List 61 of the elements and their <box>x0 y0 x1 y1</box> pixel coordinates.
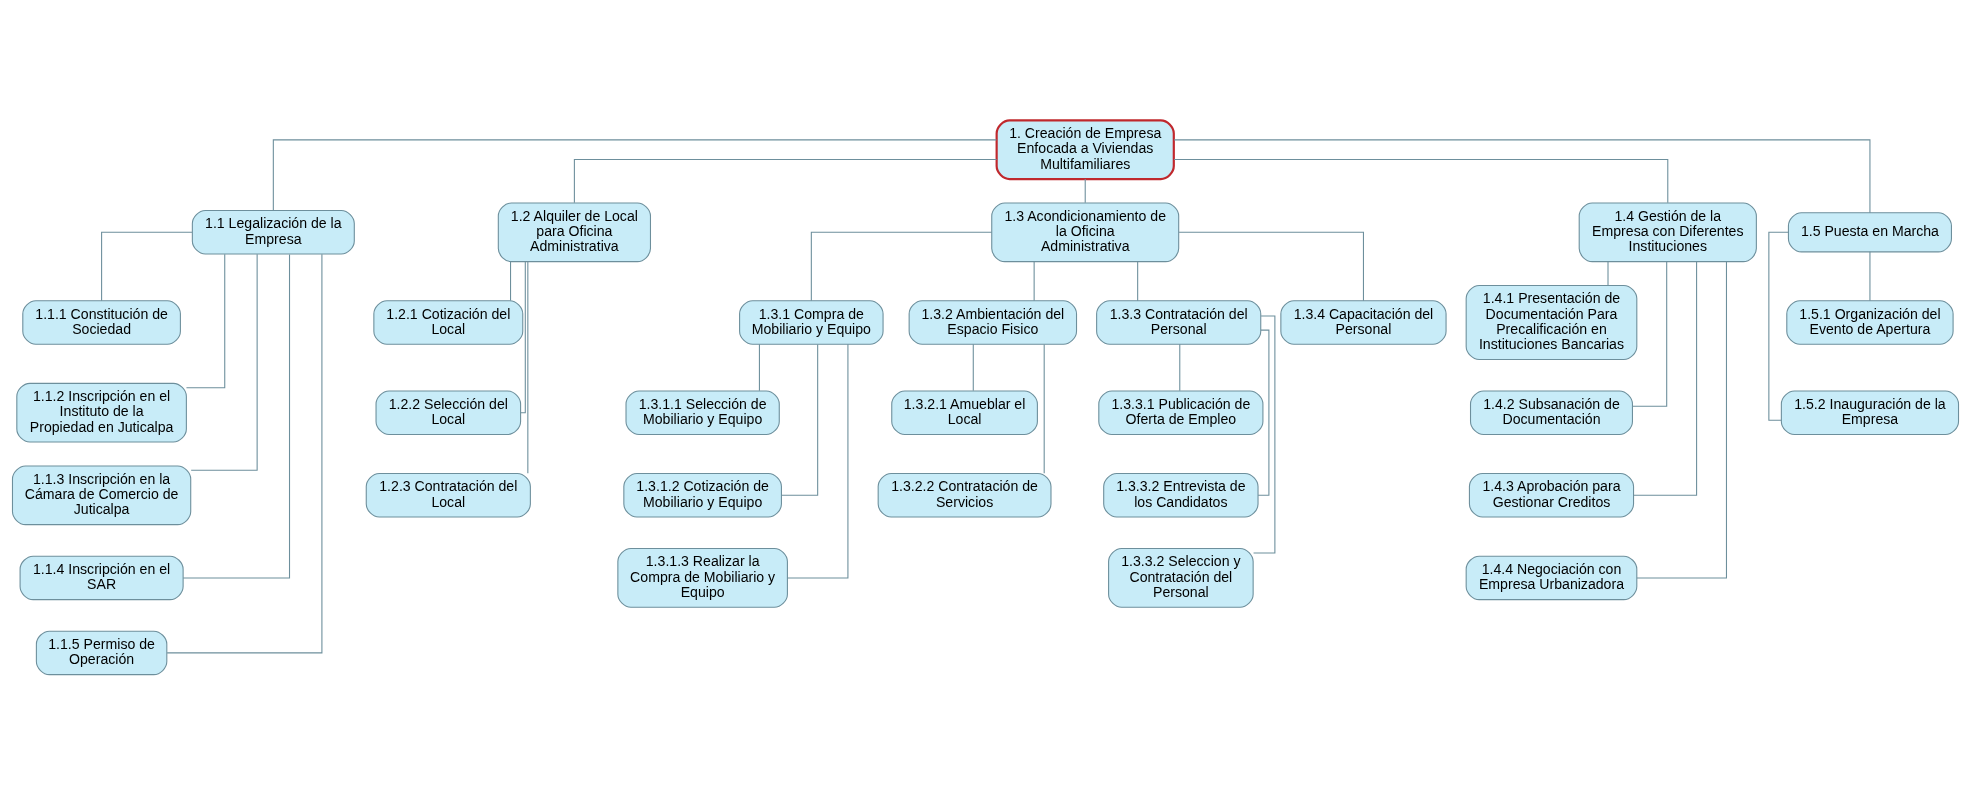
node-box: 1.5 Puesta en Marcha <box>1787 211 1952 252</box>
connector <box>190 253 258 471</box>
connector <box>781 343 819 496</box>
connector <box>272 138 997 211</box>
connector <box>1137 260 1139 301</box>
node-box: 1.1.4 Inscripción en el SAR <box>19 555 184 600</box>
connector <box>1257 329 1270 496</box>
node-box: 1.1.1 Constitución de Sociedad <box>22 299 181 345</box>
connector <box>810 231 993 301</box>
connector <box>520 260 526 413</box>
node-box: 1.1.2 Inscripción en el Instituto de la Propiedad en Juticalpa <box>16 382 187 443</box>
node-box: 1.3.3.1 Publicación de Oferta de Empleo <box>1098 389 1264 435</box>
node-box: 1.3.1.2 Cotización de Mobiliario y Equipo <box>623 472 782 518</box>
node-box: 1.4.3 Aprobación para Gestionar Creditos <box>1468 472 1635 518</box>
node-box: 1.3.2.1 Amueblar el Local <box>891 389 1038 435</box>
connector <box>1633 260 1698 496</box>
node-box: 1.2.2 Selección del Local <box>375 389 522 435</box>
node-box: 1.3.2 Ambientación del Espacio Fisico <box>908 299 1078 345</box>
connector <box>166 253 323 653</box>
node-box: 1.4.2 Subsanación de Documentación <box>1469 389 1633 435</box>
connector <box>758 343 760 391</box>
node-box: 1. Creación de Empresa Enfocada a Viviendas Multifamiliares <box>995 118 1175 180</box>
node-box: 1.5.2 Inauguración de la Empresa <box>1780 389 1960 435</box>
node-box: 1.3.3.2 Entrevista de los Candidatos <box>1103 472 1259 518</box>
node-box: 1.3.2.2 Contratación de Servicios <box>877 472 1052 518</box>
node-box: 1.2.1 Cotización del Local <box>373 299 524 345</box>
node-box: 1.1.3 Inscripción en la Cámara de Comercio de Juticalpa <box>11 464 192 525</box>
node-box: 1.3 Acondicionamiento de la Oficina Administrativa <box>991 201 1180 262</box>
connector <box>1179 343 1181 391</box>
connector <box>185 253 226 388</box>
connector <box>972 343 974 391</box>
node-box: 1.4.1 Presentación de Documentación Para Precalificación en Instituciones Bancarias <box>1465 284 1638 360</box>
connector <box>1173 138 1871 213</box>
connector <box>527 260 529 474</box>
connector <box>1043 343 1045 474</box>
connector <box>510 260 512 301</box>
connector <box>1084 178 1086 203</box>
connector <box>787 343 849 578</box>
connector <box>1173 158 1669 203</box>
connector <box>1636 260 1728 578</box>
node-box: 1.2.3 Contratación del Local <box>365 472 531 518</box>
connector <box>1869 250 1871 301</box>
node-box: 1.3.1.3 Realizar la Compra de Mobiliario y Equipo <box>617 547 788 608</box>
connector <box>1607 260 1609 286</box>
connector <box>182 253 291 578</box>
node-box: 1.3.3 Contratación del Personal <box>1096 299 1262 345</box>
node-box: 1.3.4 Capacitación del Personal <box>1280 299 1447 345</box>
node-box: 1.3.3.2 Seleccion y Contratación del Personal <box>1108 547 1254 608</box>
node-box: 1.5.1 Organización del Evento de Apertura <box>1786 299 1954 345</box>
node-box: 1.4 Gestión de la Empresa con Diferentes Instituciones <box>1578 201 1757 262</box>
connector <box>1632 260 1668 407</box>
node-box: 1.1.5 Permiso de Operación <box>35 630 168 675</box>
connector <box>1178 231 1364 301</box>
connector <box>573 158 998 203</box>
connector <box>1033 260 1035 301</box>
node-box: 1.1 Legalización de la Empresa <box>191 209 355 255</box>
connector <box>101 231 193 301</box>
node-box: 1.3.1.1 Selección de Mobiliario y Equipo <box>625 389 780 435</box>
node-box: 1.4.4 Negociación con Empresa Urbanizadora <box>1465 555 1638 600</box>
node-box: 1.2 Alquiler de Local para Oficina Administrativa <box>497 201 651 262</box>
node-box: 1.3.1 Compra de Mobiliario y Equipo <box>739 299 884 345</box>
